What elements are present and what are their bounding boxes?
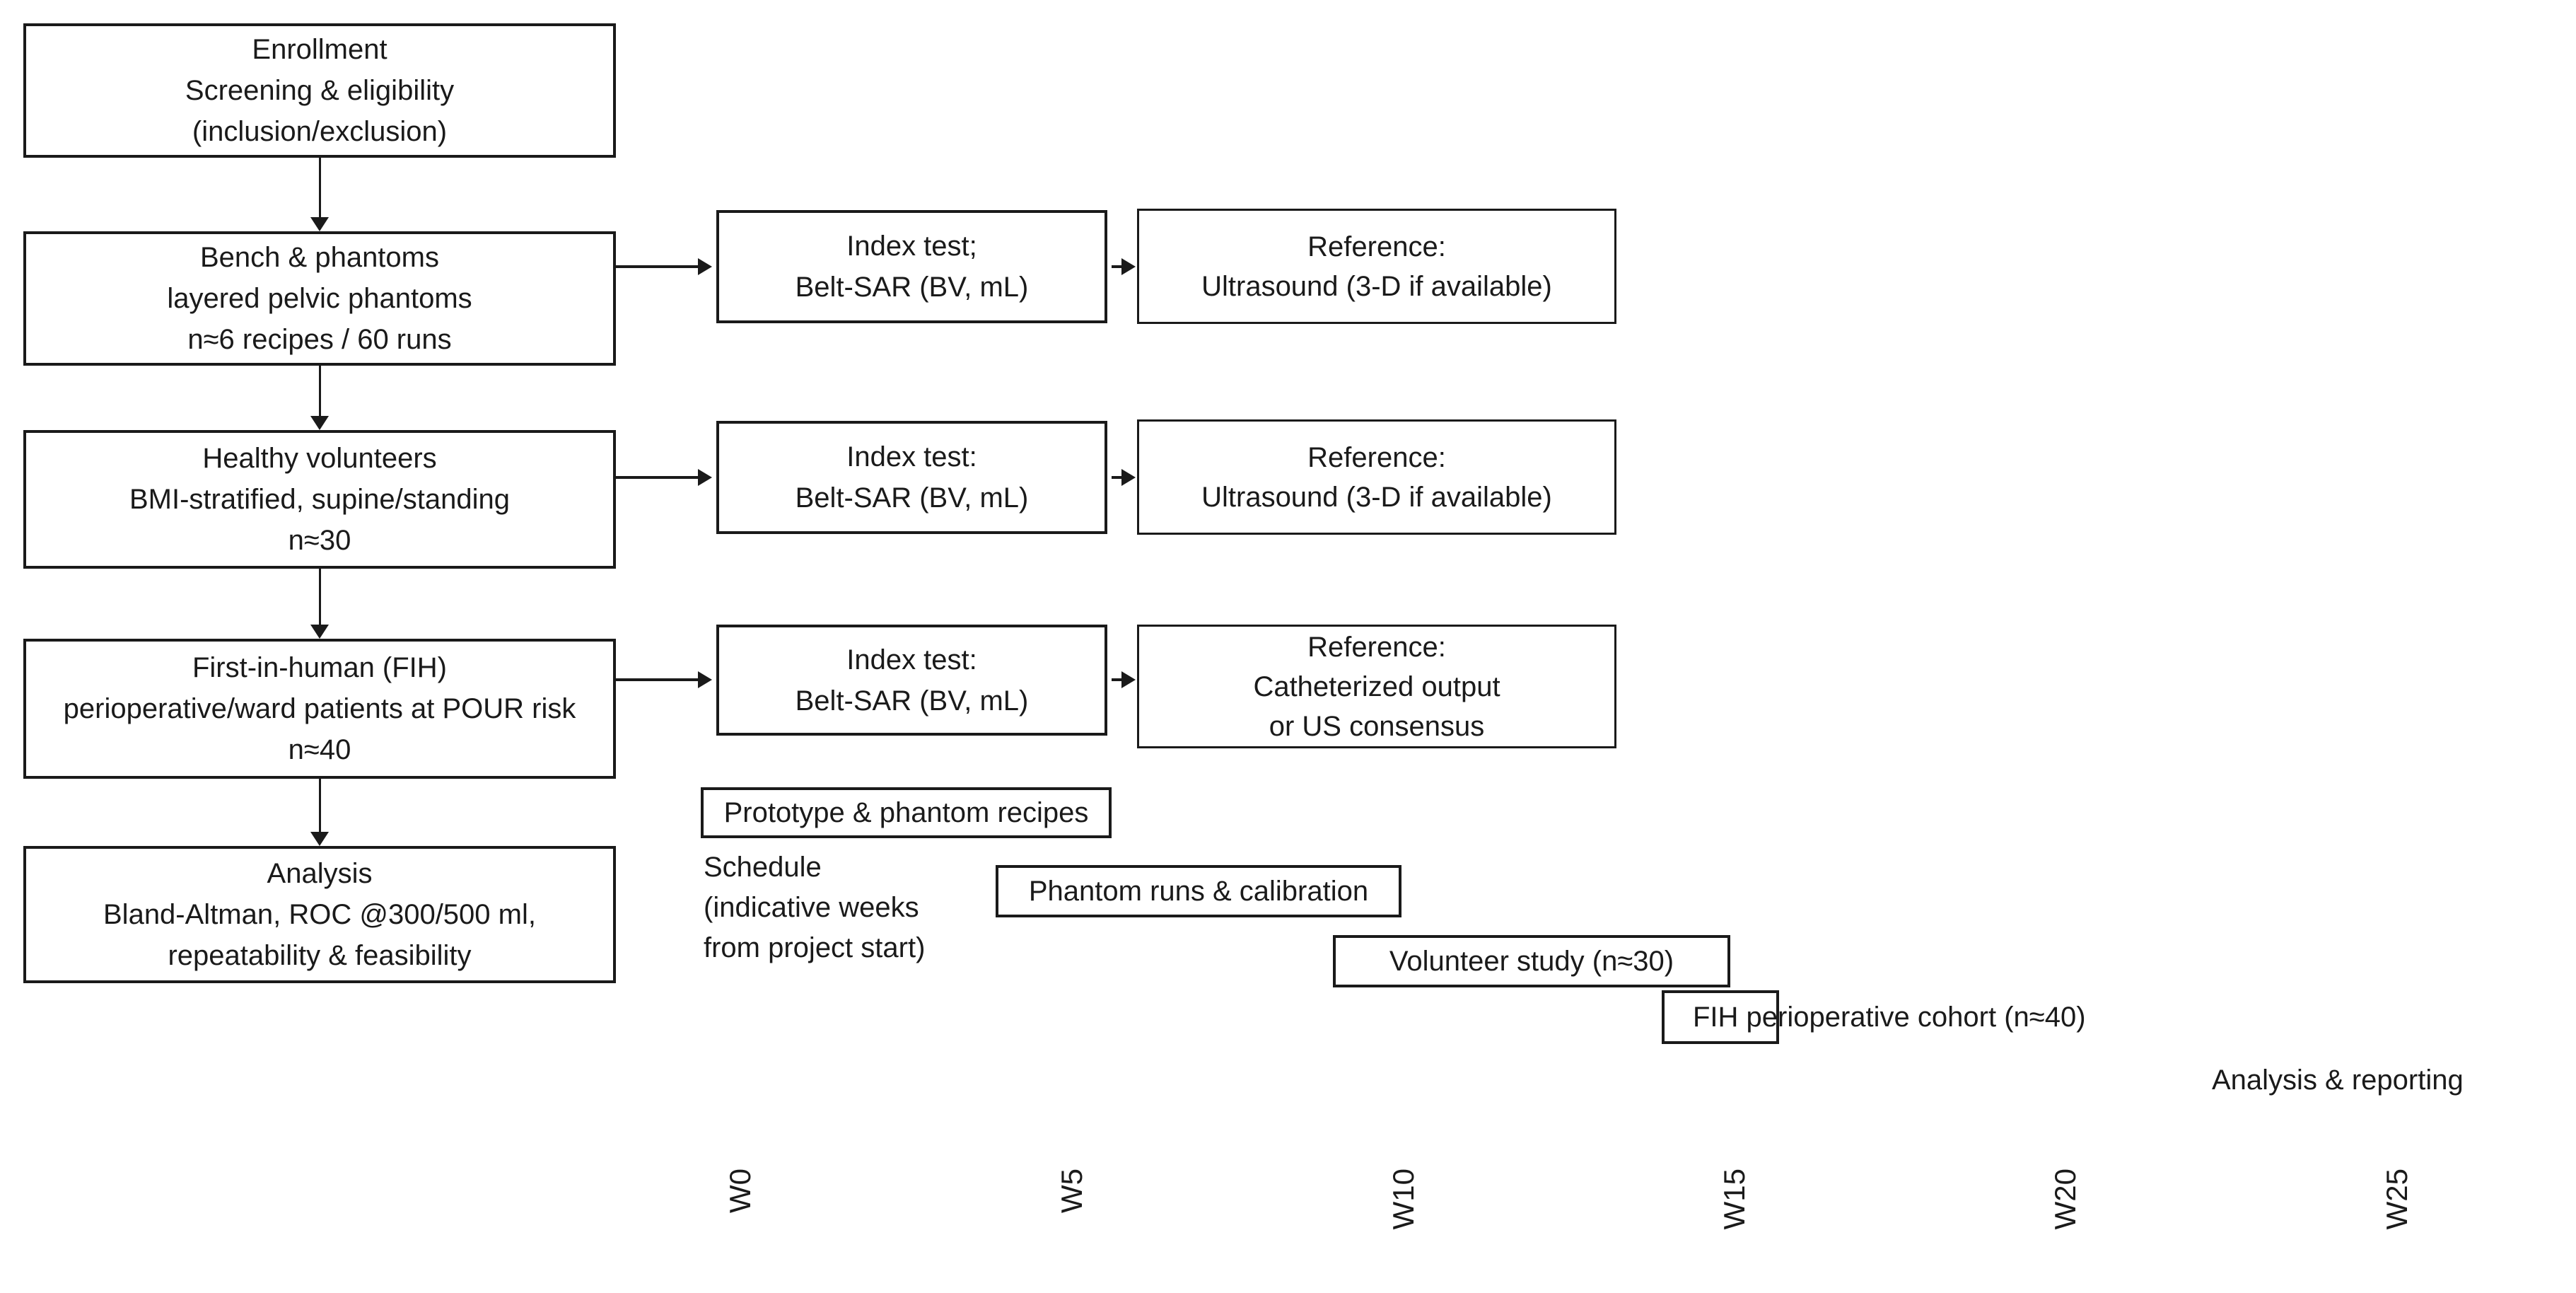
- arrow-right-shaft: [1112, 678, 1123, 681]
- index-test-line: Belt-SAR (BV, mL): [795, 482, 1029, 514]
- index-test-box-phantoms: Index test; Belt-SAR (BV, mL): [716, 210, 1107, 323]
- index-test-line: Belt-SAR (BV, mL): [795, 272, 1029, 303]
- flow-box-line: (inclusion/exclusion): [192, 116, 448, 147]
- arrow-shaft: [318, 779, 321, 832]
- schedule-caption-line: from project start): [704, 932, 926, 963]
- reference-line: or US consensus: [1269, 710, 1485, 742]
- flow-box-line: Bland-Altman, ROC @300/500 ml,: [103, 899, 536, 930]
- index-test-line: Belt-SAR (BV, mL): [795, 685, 1029, 717]
- arrow-down-icon: [309, 569, 330, 639]
- arrow-head: [310, 832, 329, 846]
- arrow-down-icon: [309, 779, 330, 846]
- gantt-bar-prototype: Prototype & phantom recipes: [701, 787, 1112, 838]
- reference-line: Ultrasound (3-D if available): [1201, 481, 1552, 513]
- reference-box-volunteers: Reference: Ultrasound (3-D if available): [1137, 419, 1616, 535]
- week-tick-label: W15: [1718, 1169, 1751, 1230]
- flow-box-line: Screening & eligibility: [185, 75, 455, 106]
- index-test-box-volunteers: Index test: Belt-SAR (BV, mL): [716, 421, 1107, 534]
- flow-box-line: First-in-human (FIH): [192, 652, 448, 683]
- arrow-head: [310, 625, 329, 639]
- arrow-head: [310, 416, 329, 430]
- flow-box-line: n≈6 recipes / 60 runs: [187, 324, 452, 355]
- week-tick-label: W5: [1055, 1169, 1088, 1213]
- week-tick-label: W0: [723, 1169, 757, 1213]
- arrow-shaft: [318, 366, 321, 416]
- arrow-right-shaft: [616, 476, 698, 479]
- schedule-caption: Schedule (indicative weeks from project …: [704, 847, 925, 968]
- reference-line: Reference:: [1307, 441, 1446, 473]
- arrow-head: [310, 217, 329, 231]
- flow-box-line: Analysis: [267, 858, 373, 889]
- flow-box-enrollment: Enrollment Screening & eligibility (incl…: [23, 23, 616, 158]
- arrow-right-icon: [698, 671, 712, 688]
- flow-box-first-in-human: First-in-human (FIH) perioperative/ward …: [23, 639, 616, 779]
- arrow-right-icon: [1121, 469, 1136, 486]
- arrow-shaft: [318, 158, 321, 217]
- index-test-line: Index test:: [846, 441, 977, 472]
- flow-box-bench-phantoms: Bench & phantoms layered pelvic phantoms…: [23, 231, 616, 366]
- flow-box-line: layered pelvic phantoms: [167, 283, 472, 314]
- flow-box-line: n≈40: [288, 734, 351, 765]
- reference-box-phantoms: Reference: Ultrasound (3-D if available): [1137, 209, 1616, 324]
- flow-box-line: repeatability & feasibility: [168, 940, 472, 971]
- arrow-right-shaft: [616, 265, 698, 268]
- flow-box-line: Bench & phantoms: [200, 242, 439, 273]
- gantt-bar-label: Volunteer study (n≈30): [1389, 945, 1674, 977]
- arrow-right-icon: [698, 258, 712, 275]
- gantt-bar-label: Phantom runs & calibration: [1028, 875, 1369, 907]
- index-test-line: Index test;: [846, 231, 977, 262]
- arrow-right-icon: [1121, 258, 1136, 275]
- reference-box-fih: Reference: Catheterized output or US con…: [1137, 625, 1616, 748]
- reference-line: Reference:: [1307, 631, 1446, 663]
- gantt-bar-fih-cohort: FIH perioperative cohort (n≈40): [1662, 990, 2086, 1044]
- flow-box-line: BMI-stratified, supine/standing: [129, 484, 511, 515]
- arrow-right-icon: [698, 469, 712, 486]
- schedule-caption-line: Schedule: [704, 852, 822, 883]
- reference-line: Catheterized output: [1253, 671, 1500, 702]
- arrow-down-icon: [309, 158, 330, 231]
- arrow-right-shaft: [616, 678, 698, 681]
- flow-box-line: perioperative/ward patients at POUR risk: [63, 693, 576, 724]
- flow-box-line: Healthy volunteers: [202, 443, 437, 474]
- analysis-reporting-label: Analysis & reporting: [2212, 1065, 2464, 1096]
- reference-line: Reference:: [1307, 231, 1446, 262]
- flow-box-line: n≈30: [288, 525, 351, 556]
- flow-box-healthy-volunteers: Healthy volunteers BMI-stratified, supin…: [23, 430, 616, 569]
- arrow-down-icon: [309, 366, 330, 430]
- gantt-bar-phantom-runs: Phantom runs & calibration: [996, 865, 1401, 917]
- gantt-bar-volunteer-study: Volunteer study (n≈30): [1333, 935, 1730, 987]
- week-tick-label: W10: [1387, 1169, 1420, 1230]
- arrow-right-shaft: [1112, 476, 1123, 479]
- week-tick-label: W25: [2380, 1169, 2413, 1230]
- index-test-line: Index test:: [846, 644, 977, 676]
- schedule-caption-line: (indicative weeks: [704, 892, 919, 923]
- reference-line: Ultrasound (3-D if available): [1201, 270, 1552, 302]
- flow-box-analysis: Analysis Bland-Altman, ROC @300/500 ml, …: [23, 846, 616, 983]
- index-test-box-fih: Index test: Belt-SAR (BV, mL): [716, 625, 1107, 736]
- arrow-right-icon: [1121, 671, 1136, 688]
- gantt-bar-label: Prototype & phantom recipes: [723, 796, 1089, 828]
- arrow-right-shaft: [1112, 265, 1123, 268]
- week-tick-label: W20: [2048, 1169, 2082, 1230]
- flow-box-line: Enrollment: [252, 34, 387, 65]
- gantt-bar-label: FIH perioperative cohort (n≈40): [1693, 1001, 2086, 1033]
- arrow-shaft: [318, 569, 321, 625]
